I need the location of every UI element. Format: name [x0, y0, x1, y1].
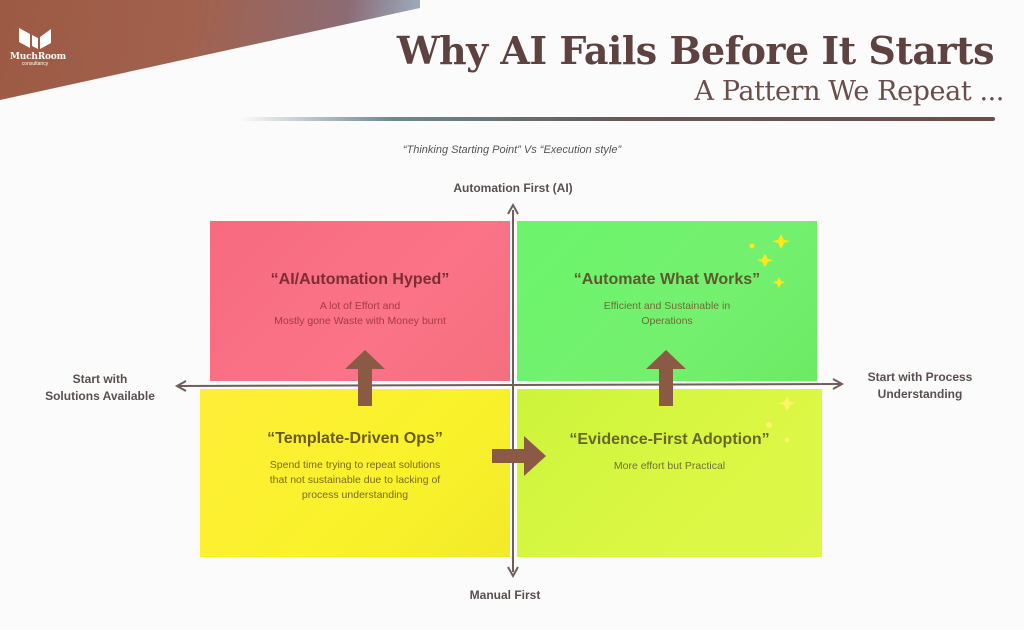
axis-label-left: Start with Solutions Available — [20, 371, 180, 405]
quadrant-evidence-first-adoption: “Evidence-First Adoption” More effort bu… — [517, 389, 822, 557]
sparkles-top-right-icon — [749, 234, 790, 288]
desc-line: Operations — [641, 315, 693, 327]
desc-line: More effort but Practical — [613, 460, 726, 472]
title-underline — [240, 117, 995, 121]
axis-label-line: Understanding — [877, 387, 963, 401]
desc-line: Mostly gone Waste with Money burnt — [274, 315, 446, 327]
quadrant-description: Spend time trying to repeat solutions th… — [200, 458, 510, 503]
quadrant-description: Efficient and Sustainable in Operations — [517, 299, 817, 329]
slide-title: Why AI Fails Before It Starts — [396, 28, 995, 73]
quadrant-title: “Evidence-First Adoption” — [569, 431, 770, 448]
sparkles-bottom-right-icon — [766, 396, 796, 443]
axis-arrowhead-left-icon — [174, 380, 187, 392]
quadrant-ai-automation-hyped: “AI/Automation Hyped” A lot of Effort an… — [210, 221, 510, 381]
arrow-up-right-icon — [646, 350, 686, 406]
axis-label-line: Start with Process — [867, 370, 973, 384]
quadrant-description: A lot of Effort and Mostly gone Waste wi… — [210, 299, 510, 329]
desc-line: Efficient and Sustainable in — [603, 300, 731, 312]
axis-label-right: Start with Process Understanding — [840, 369, 1000, 403]
axis-arrowhead-down-icon — [507, 566, 519, 579]
logo-mark-icon — [19, 28, 51, 49]
slide-subtitle: A Pattern We Repeat ... — [694, 76, 1005, 107]
axis-label-bottom: Manual First — [469, 588, 541, 602]
desc-line: that not sustainable due to lacking of — [269, 474, 441, 486]
axis-label-line: Solutions Available — [45, 389, 155, 403]
quadrant-title: “Template-Driven Ops” — [267, 430, 443, 447]
quadrant-title: “AI/Automation Hyped” — [270, 271, 450, 288]
axis-label-line: Start with — [72, 372, 128, 386]
brand-logo: MuchRoom consultancy — [10, 26, 66, 67]
quadrant-description: More effort but Practical — [517, 459, 822, 474]
desc-line: process understanding — [301, 489, 409, 501]
arrow-up-left-icon — [345, 350, 385, 406]
matrix-caption: “Thinking Starting Point” Vs “Execution … — [402, 144, 622, 156]
axis-arrowhead-up-icon — [507, 202, 519, 215]
quadrant-template-driven-ops: “Template-Driven Ops” Spend time trying … — [200, 389, 510, 557]
desc-line: Spend time trying to repeat solutions — [269, 459, 441, 471]
arrow-right-icon — [492, 436, 546, 476]
axis-label-top: Automation First (AI) — [453, 181, 573, 195]
brand-name: MuchRoom — [10, 52, 66, 62]
brand-tagline: consultancy — [21, 61, 49, 67]
quadrant-title: “Automate What Works” — [573, 271, 761, 288]
horizontal-axis — [177, 383, 841, 387]
desc-line: A lot of Effort and — [319, 300, 401, 312]
axis-arrowhead-right-icon — [832, 378, 845, 390]
